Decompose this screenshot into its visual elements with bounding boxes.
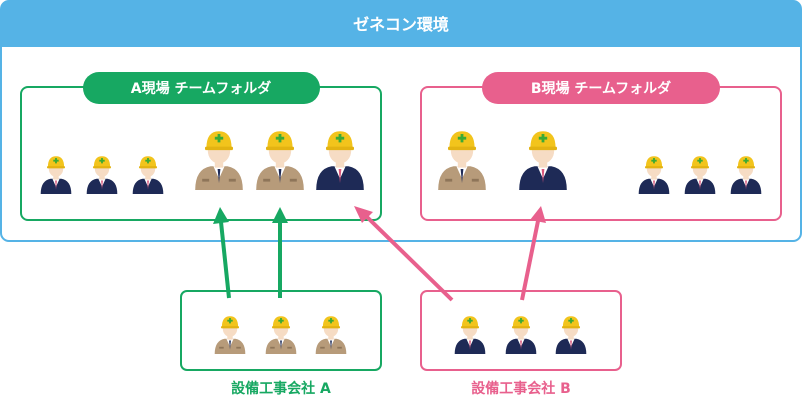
environment-title: ゼネコン環境	[353, 15, 449, 34]
site-a-folder: A現場 チームフォルダ	[20, 72, 382, 221]
company-b-box	[420, 290, 622, 371]
site-a-label: A現場 チームフォルダ	[131, 80, 271, 97]
site-b-label: B現場 チームフォルダ	[531, 80, 671, 97]
arrow-company-b-to-site-b	[520, 206, 546, 301]
company-a-label: 設備工事会社 A	[231, 380, 331, 397]
site-b-folder: B現場 チームフォルダ	[420, 72, 782, 221]
arrow-company-a-to-site-a-1	[213, 207, 231, 299]
environment-header	[1, 1, 801, 47]
site-b-label-pill	[482, 72, 720, 104]
site-a-label-pill	[83, 72, 320, 104]
arrow-company-a-to-site-a-2	[272, 207, 288, 298]
company-a-box	[180, 290, 382, 371]
company-b-label: 設備工事会社 B	[471, 380, 571, 397]
arrow-company-b-to-site-a	[354, 206, 454, 302]
